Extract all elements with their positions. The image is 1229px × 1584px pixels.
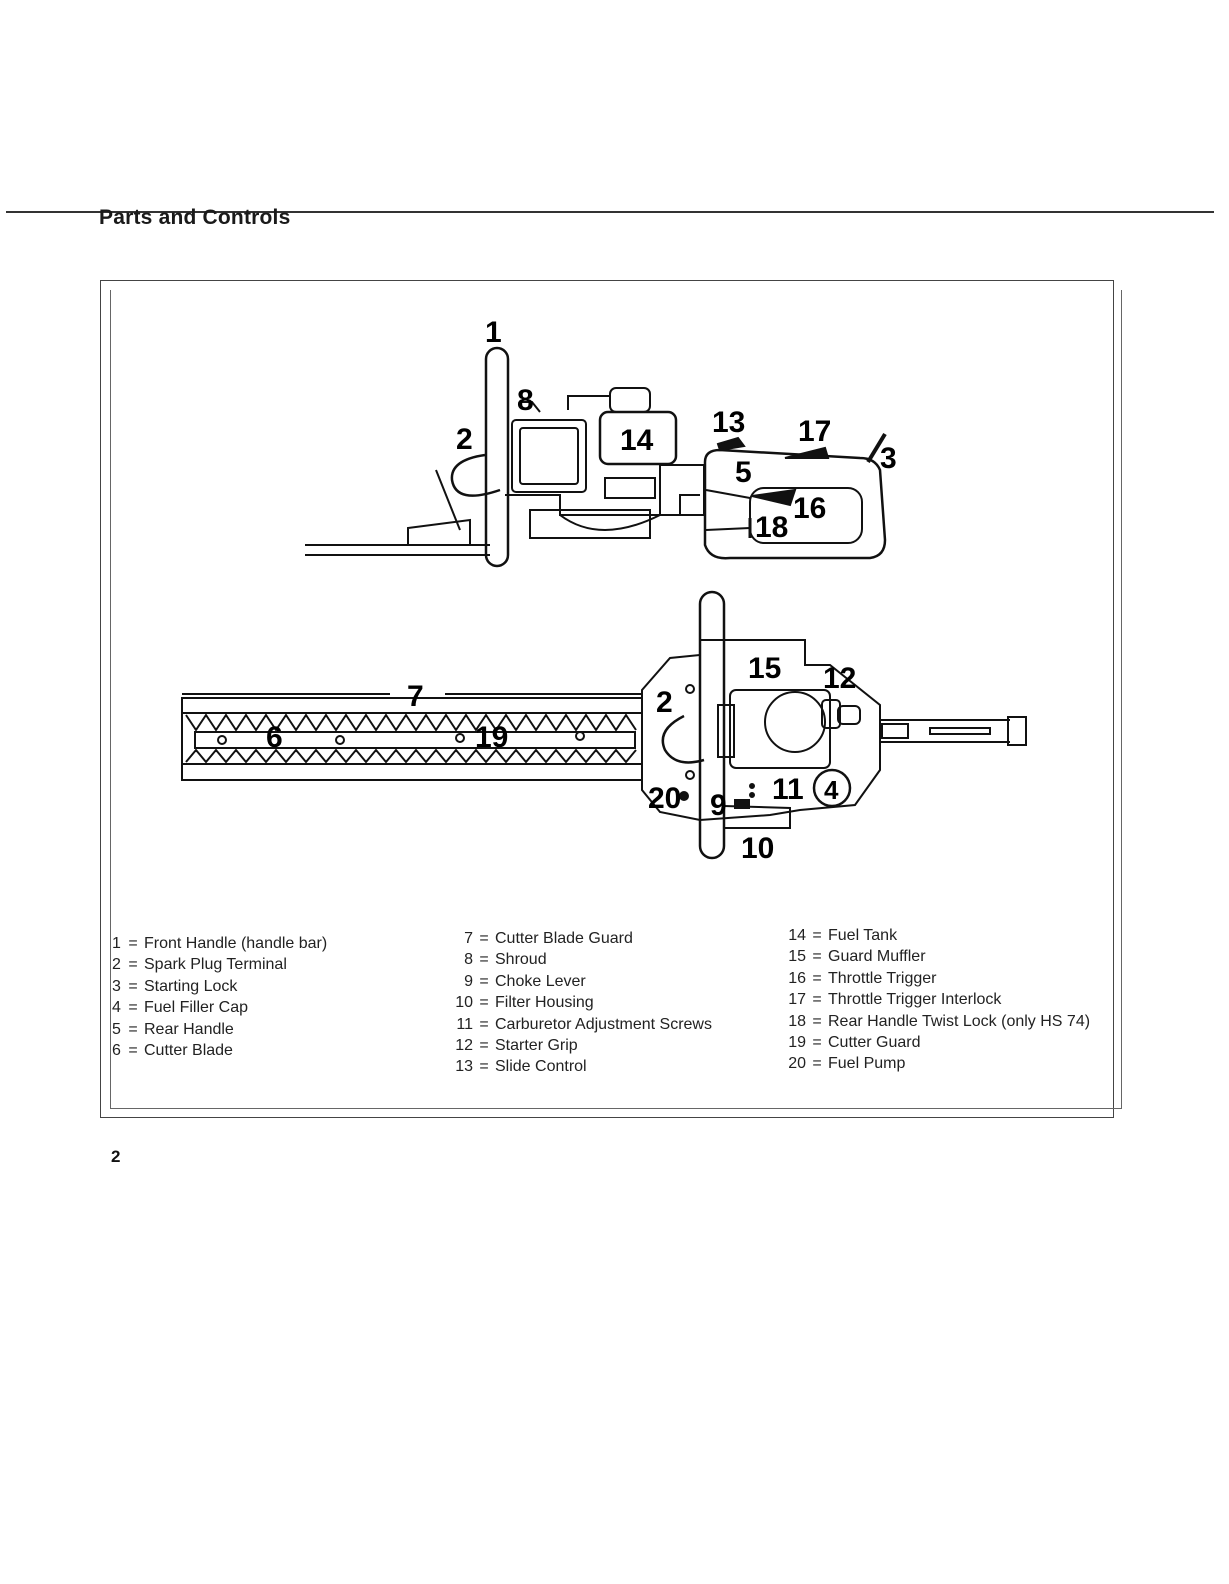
callout-8: 8: [517, 384, 534, 417]
legend-item: 16=Throttle Trigger: [788, 969, 937, 987]
callout-20: 20: [648, 782, 681, 815]
legend-item: 8=Shroud: [464, 951, 547, 969]
top-view-illustration: [181, 590, 1027, 860]
legend-item: 14=Fuel Tank: [788, 927, 898, 944]
legend-item: 5=Rear Handle: [112, 1020, 234, 1038]
legend-column-3: 14=Fuel Tank 15=Guard Muffler 16=Throttl…: [786, 925, 1090, 1075]
callout-16: 16: [793, 492, 826, 525]
legend-item: 19=Cutter Guard: [788, 1034, 921, 1052]
legend-item: 3=Starting Lock: [112, 977, 238, 995]
legend-item: 9=Choke Lever: [464, 972, 586, 990]
callout-13: 13: [712, 406, 745, 439]
callout-17: 17: [798, 415, 831, 448]
callout-15: 15: [748, 652, 781, 685]
callout-9: 9: [710, 789, 727, 822]
legend-item: 15=Guard Muffler: [788, 948, 926, 966]
legend-item: 1=Front Handle (handle bar): [112, 935, 328, 952]
callout-14: 14: [620, 424, 654, 457]
legend-item: 11=Carburetor Adjustment Screws: [456, 1015, 712, 1033]
callout-1: 1: [485, 316, 502, 349]
side-view-illustration: [305, 346, 887, 568]
legend-item: 10=Filter Housing: [455, 994, 594, 1012]
callout-10: 10: [741, 832, 774, 865]
legend-column-1: 1=Front Handle (handle bar) 2=Spark Plug…: [112, 933, 327, 1061]
callout-18: 18: [755, 511, 788, 544]
page-number: 2: [111, 1147, 121, 1166]
figure-frame: [100, 280, 1114, 1118]
figure-frame-inner: [110, 290, 1122, 1109]
callout-6: 6: [266, 721, 283, 754]
legend-item: 2=Spark Plug Terminal: [112, 956, 287, 974]
callout-3: 3: [880, 442, 897, 475]
callout-5: 5: [735, 456, 752, 489]
header-rule: [6, 211, 1214, 213]
callout-19: 19: [475, 721, 508, 754]
legend-item: 13=Slide Control: [455, 1058, 587, 1076]
callout-12: 12: [823, 662, 856, 695]
section-title: Parts and Controls: [99, 206, 291, 229]
callout-4: 4: [824, 775, 839, 805]
legend-column-2: 7=Cutter Blade Guard 8=Shroud 9=Choke Le…: [453, 928, 712, 1078]
legend-item: 17=Throttle Trigger Interlock: [788, 991, 1002, 1009]
legend-item: 4=Fuel Filler Cap: [112, 999, 249, 1017]
legend-item: 18=Rear Handle Twist Lock (only HS 74): [788, 1012, 1091, 1030]
legend-item: 12=Starter Grip: [455, 1037, 578, 1055]
legend-item: 20=Fuel Pump: [788, 1055, 906, 1073]
legend-item: 7=Cutter Blade Guard: [464, 930, 633, 947]
legend-item: 6=Cutter Blade: [112, 1042, 233, 1060]
callout-11: 11: [772, 773, 804, 806]
callout-7: 7: [407, 680, 424, 713]
callout-2: 2: [456, 423, 473, 456]
callout-2-top: 2: [656, 686, 673, 719]
